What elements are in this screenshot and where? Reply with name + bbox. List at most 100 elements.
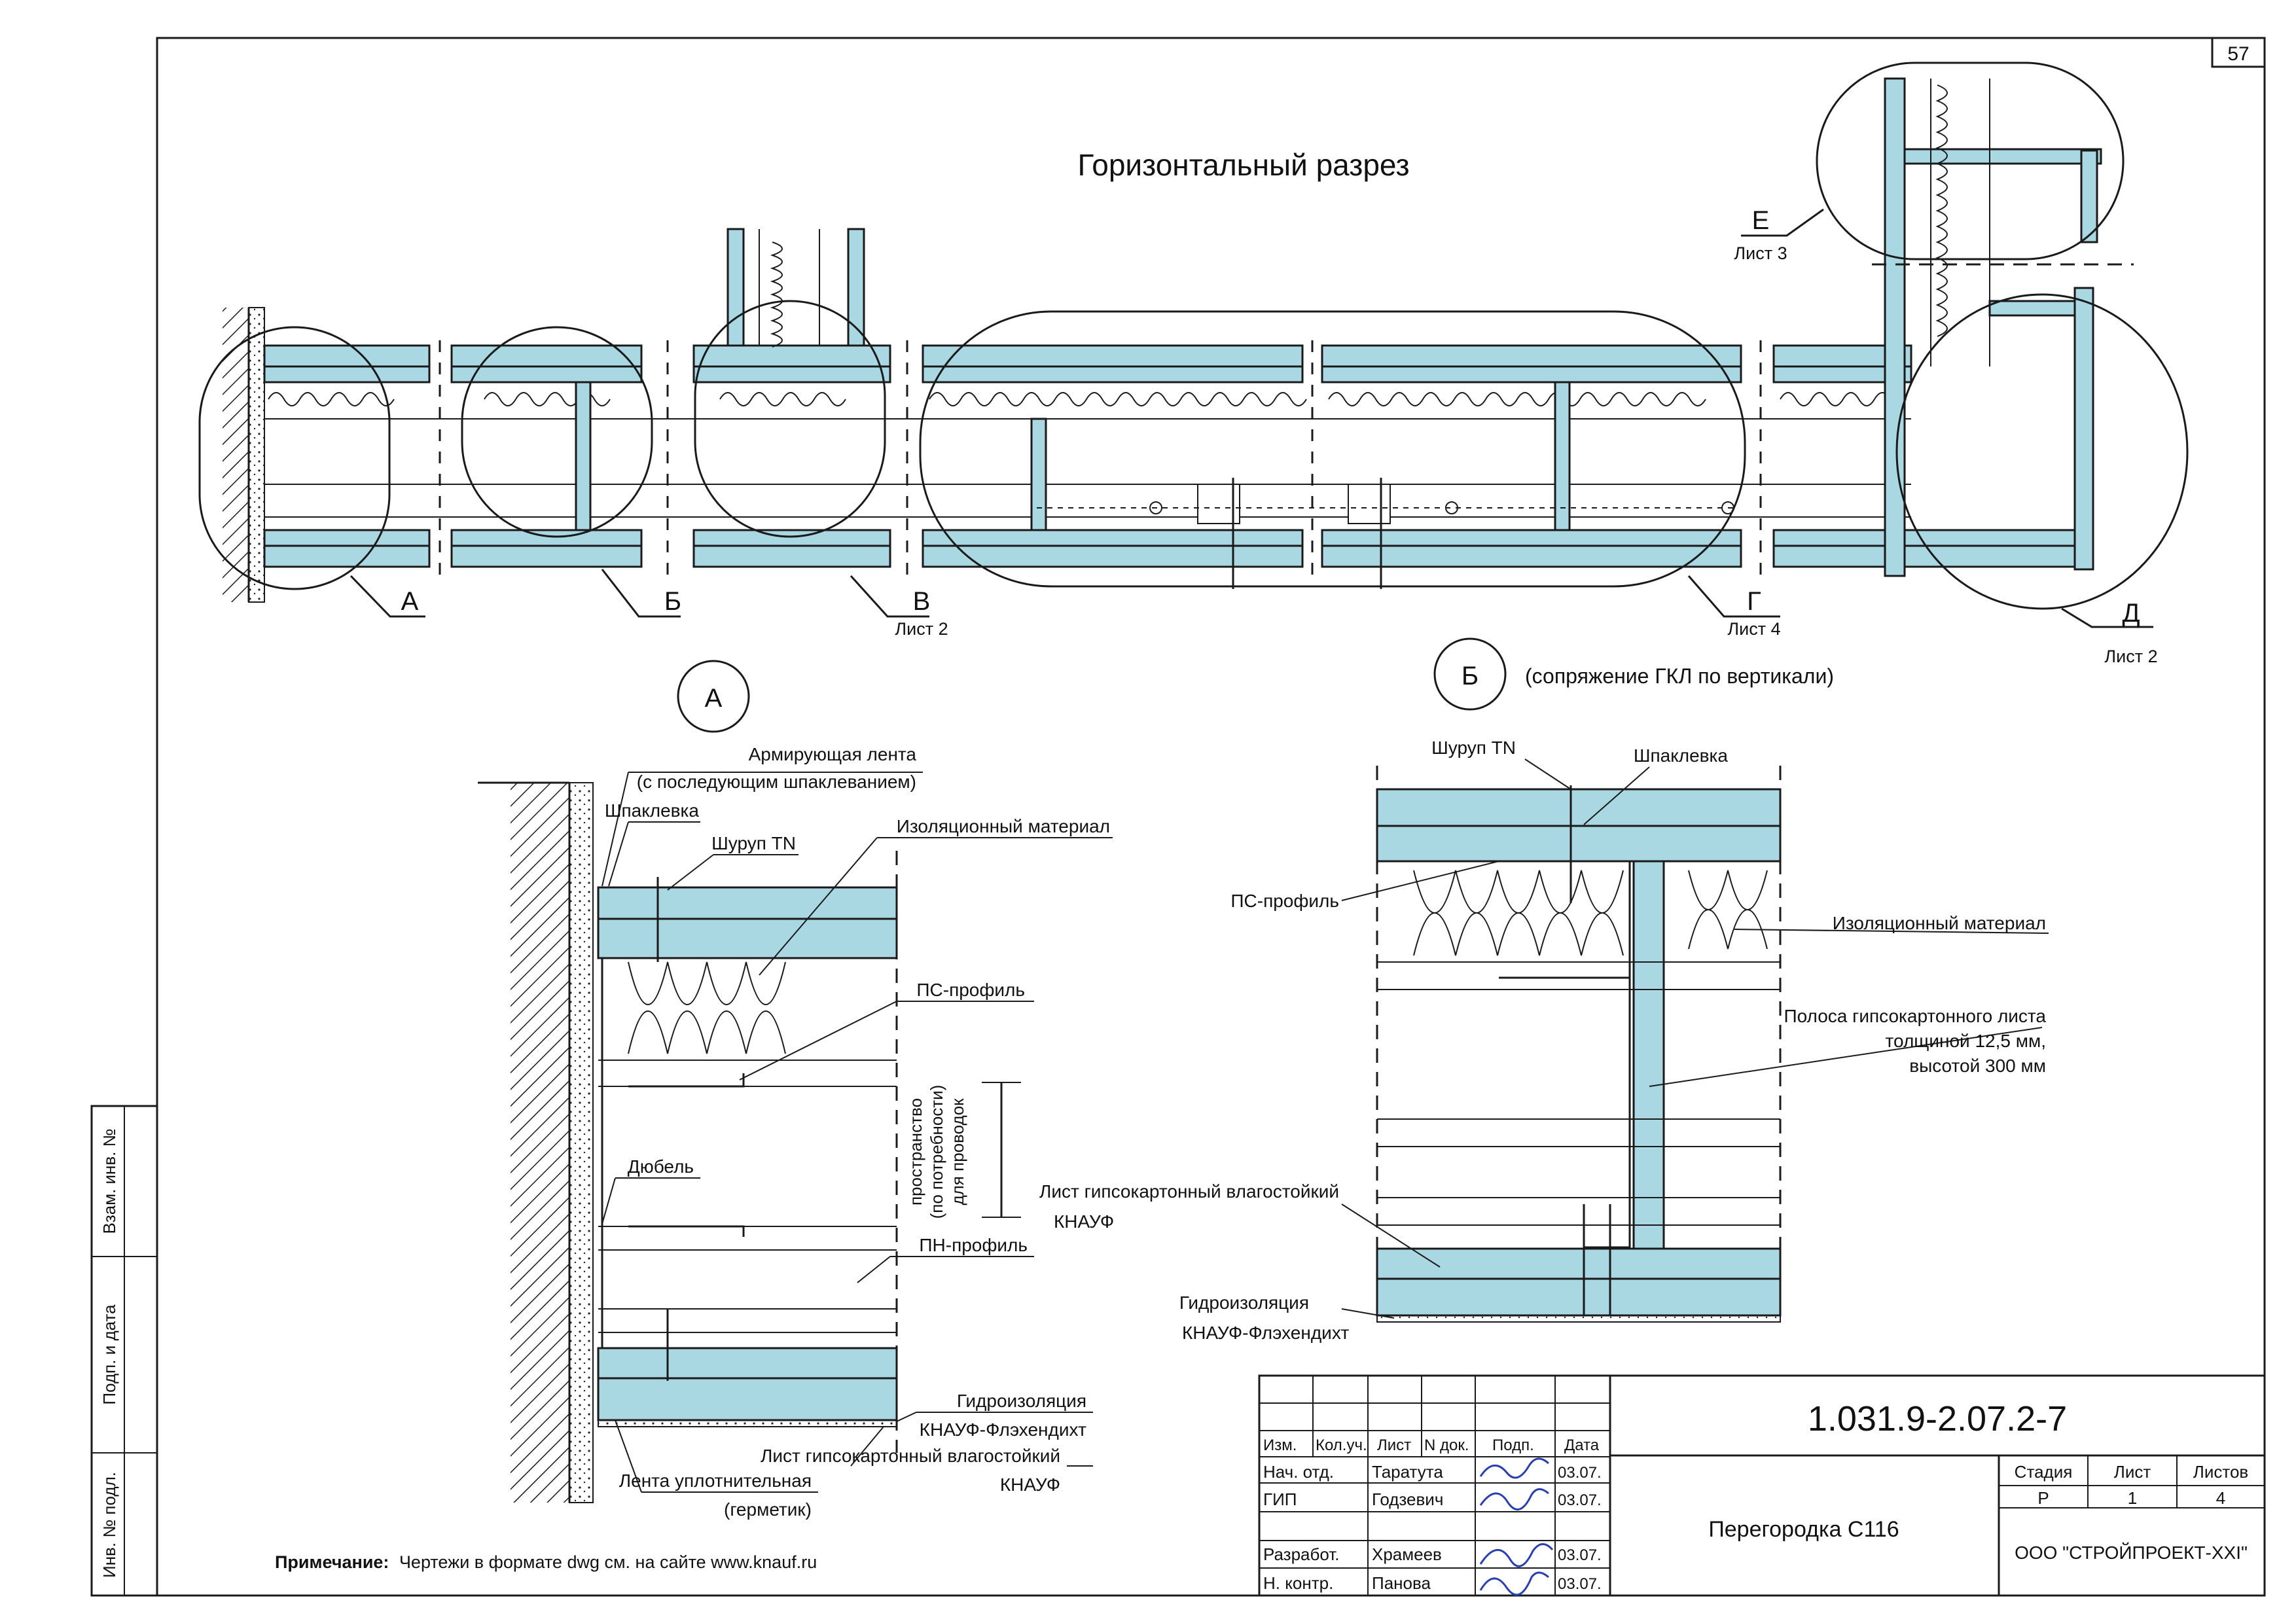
callout-sheet: Лист 2 [2104, 647, 2157, 666]
detail-a-wall [511, 783, 569, 1503]
date-cell: 03.07. [1558, 1491, 1602, 1509]
detail-b-marker [1433, 637, 1507, 711]
label-dowel: Дюбель [628, 1156, 694, 1177]
zone-a [198, 326, 391, 590]
role-cell: ГИП [1263, 1489, 1297, 1509]
detail-b-board-top [1376, 788, 1782, 827]
label-insulation: Изоляционный материал [897, 816, 1110, 836]
top-board-run [263, 344, 1912, 383]
date-cell: 03.07. [1558, 1546, 1602, 1564]
callout-leaders [350, 208, 2153, 628]
label-b-insulation: Изоляционный материал [1833, 913, 2046, 933]
label-b-sheet: Лист гипсокартонный влагостойкий [1039, 1181, 1339, 1202]
zone-d [1895, 293, 2189, 610]
doc-code: 1.031.9-2.07.2-7 [1808, 1399, 2067, 1438]
label-b-waterproof-brand: КНАУФ-Флэхендихт [1182, 1323, 1349, 1343]
label-seal-note: (герметик) [724, 1499, 812, 1520]
label-putty: Шпаклевка [605, 800, 700, 821]
anchor-bolts [1037, 478, 1734, 589]
detail-b-letter: Б [1462, 662, 1479, 690]
callout-sheet: Лист 2 [895, 619, 948, 639]
role-cell: Разработ. [1263, 1544, 1340, 1564]
label-waterproof-brand: КНАУФ-Флэхендихт [920, 1419, 1086, 1440]
signatures [1479, 1457, 1554, 1596]
label-b-strip-1: Полоса гипсокартонного листа [1784, 1006, 2046, 1026]
label-space-3: для проводок [948, 1098, 967, 1205]
doc-name: Перегородка С116 [1708, 1517, 1899, 1542]
bottom-board-run [263, 529, 2089, 568]
label-tape-note: (с последующим шпаклеванием) [637, 772, 916, 792]
title-block [1258, 1374, 2266, 1597]
label-space-2: (по потребности) [927, 1085, 946, 1219]
role-cell: Н. контр. [1263, 1573, 1333, 1593]
header-cell: N док. [1424, 1436, 1469, 1454]
stage-table: Стадия Лист Листов Р 1 4 [2015, 1462, 2249, 1508]
label-b-strip-3: высотой 300 мм [1909, 1056, 2046, 1076]
stage-value: 4 [2216, 1488, 2225, 1508]
title-block-header: Изм. Кол.уч. Лист N док. Подп. Дата [1263, 1436, 1600, 1454]
callout-letter: Е [1752, 206, 1770, 235]
header-cell: Дата [1564, 1436, 1600, 1454]
header-cell: Изм. [1263, 1436, 1297, 1454]
zone-e [1816, 62, 2125, 260]
label-ps-profile: ПС-профиль [916, 980, 1025, 1000]
board-gap-marks [439, 340, 1762, 576]
stage-header: Лист [2114, 1462, 2151, 1482]
stage-header: Стадия [2015, 1462, 2073, 1482]
horizontal-section [198, 62, 2189, 628]
detail-a-board-bottom [597, 1347, 898, 1380]
callout-sheet: Лист 4 [1727, 619, 1780, 639]
label-b-strip-2: толщиной 12,5 мм, [1886, 1031, 2047, 1051]
side-stamp: Взам. инв. № Подп. и дата Инв. № подл. [90, 1105, 158, 1597]
detail-b [1341, 637, 2049, 1323]
callout-letter: Д [2122, 599, 2140, 628]
header-cell: Кол.уч. [1316, 1436, 1367, 1454]
person-cell: Панова [1372, 1573, 1431, 1593]
note: Примечание: Чертежи в формате dwg см. на… [275, 1552, 817, 1572]
date-cell: 03.07. [1558, 1575, 1602, 1593]
label-b-ps-profile: ПС-профиль [1230, 891, 1339, 911]
label-seal: Лента уплотнительная [619, 1471, 812, 1491]
stage-header: Листов [2193, 1462, 2248, 1482]
cavity-lines [264, 418, 1911, 518]
side-stamp-label: Инв. № подл. [99, 1472, 119, 1578]
detail-a-marker [677, 660, 750, 733]
label-b-screw: Шуруп TN [1431, 738, 1516, 758]
side-stamp-label: Подп. и дата [99, 1304, 119, 1405]
callout-letter: В [913, 587, 931, 616]
title-block-rows: Нач. отд. Таратута 03.07. ГИП Годзевич 0… [1263, 1462, 1602, 1593]
detail-b-board-bottom [1376, 1247, 1782, 1280]
person-cell: Храмеев [1372, 1544, 1442, 1564]
detail-b-strip [1632, 860, 1665, 1250]
label-sheet: Лист гипсокартонный влагостойкий [761, 1446, 1060, 1466]
detail-a [478, 660, 1113, 1503]
callout-letter: Г [1747, 587, 1761, 616]
detail-a-plaster [569, 782, 594, 1503]
label-waterproof: Гидроизоляция [957, 1391, 1086, 1411]
label-space-1: пространство [906, 1098, 925, 1205]
stage-value: Р [2037, 1488, 2049, 1508]
stage-value: 1 [2128, 1488, 2137, 1508]
label-b-putty: Шпаклевка [1634, 745, 1729, 766]
abutting-wall-v [726, 228, 865, 348]
zone-v [694, 300, 886, 538]
person-cell: Годзевич [1372, 1489, 1443, 1509]
label-pn-profile: ПН-профиль [919, 1235, 1028, 1255]
label-b-waterproof: Гидроизоляция [1179, 1293, 1309, 1313]
zone-g [919, 310, 1746, 588]
date-cell: 03.07. [1558, 1464, 1602, 1482]
note-text: Чертежи в формате dwg см. на сайте www.k… [399, 1552, 817, 1572]
section-title: Горизонтальный разрез [1077, 148, 1409, 182]
person-cell: Таратута [1372, 1462, 1443, 1482]
corner-junction [1872, 77, 2134, 577]
callout-sheet: Лист 3 [1734, 243, 1787, 263]
callout-letter: Б [664, 587, 681, 616]
sheet-number-box [2211, 37, 2266, 68]
label-tape: Армирующая лента [749, 744, 917, 764]
detail-a-letter: А [705, 684, 723, 713]
sheet-number: 57 [2227, 43, 2249, 65]
label-b-sheet-brand: КНАУФ [1054, 1211, 1114, 1232]
header-cell: Лист [1377, 1436, 1411, 1454]
board-strip [575, 381, 592, 531]
